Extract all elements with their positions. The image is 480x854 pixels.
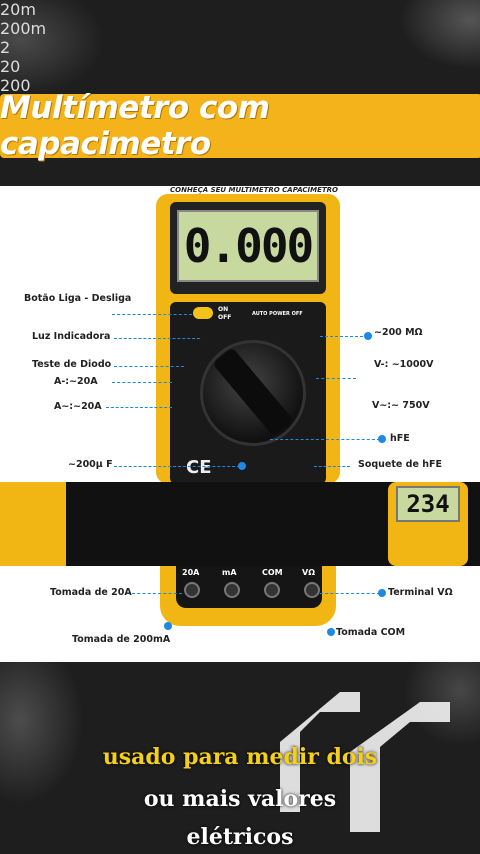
label-indicator: Luz Indicadora bbox=[32, 331, 111, 342]
range-label: 20 bbox=[0, 57, 21, 76]
display-value-2: 234 bbox=[406, 490, 450, 518]
pointer-line bbox=[114, 366, 184, 367]
pointer-dot bbox=[238, 462, 246, 470]
pointer-dot bbox=[378, 589, 386, 597]
label-hfe-socket: Soquete de hFE bbox=[358, 459, 442, 470]
lcd-display-2: 234 bbox=[396, 486, 460, 522]
lcd-display: 0.000 bbox=[177, 210, 319, 282]
caption-line-2: ou mais valores bbox=[143, 786, 337, 812]
pointer-line bbox=[270, 439, 380, 440]
jack-area bbox=[176, 566, 322, 608]
pointer-dot bbox=[327, 628, 335, 636]
label-jack-com: Tomada COM bbox=[336, 627, 406, 638]
label-a-ac: A~:~20A bbox=[54, 401, 102, 412]
label-jack-ma: Tomada de 200mA bbox=[72, 634, 171, 645]
label-hfe: hFE bbox=[390, 433, 410, 444]
range-label: 200m bbox=[0, 19, 47, 38]
jack-vo bbox=[304, 582, 320, 598]
pointer-line bbox=[106, 407, 172, 408]
strip-case bbox=[0, 482, 66, 566]
caption-line-1: usado para medir dois bbox=[102, 744, 378, 770]
pointer-line bbox=[316, 378, 356, 379]
label-diode: Teste de Diodo bbox=[32, 359, 112, 370]
power-button bbox=[193, 307, 213, 319]
range-label: 2 bbox=[0, 38, 11, 57]
pointer-line bbox=[132, 593, 182, 594]
pointer-line bbox=[314, 466, 350, 467]
off-label: OFF bbox=[218, 314, 232, 321]
label-on-off: Botão Liga - Desliga bbox=[24, 293, 132, 304]
jack-com bbox=[264, 582, 280, 598]
pointer-line bbox=[112, 314, 192, 315]
pointer-dot bbox=[378, 435, 386, 443]
pointer-dot bbox=[164, 622, 172, 630]
pointer-line bbox=[112, 382, 172, 383]
banner-title: Multímetro com capacimetro bbox=[0, 90, 270, 162]
on-label: ON bbox=[218, 306, 229, 313]
channel-logo bbox=[280, 692, 450, 832]
pointer-dot bbox=[364, 332, 372, 340]
ce-mark: CE bbox=[186, 457, 212, 478]
label-ohm: ~200 MΩ bbox=[374, 327, 423, 338]
label-a-dc: A-:~20A bbox=[54, 376, 98, 387]
range-label: 200 bbox=[0, 76, 31, 95]
pointer-line bbox=[114, 338, 200, 339]
label-v-ac: V~:~ 750V bbox=[372, 400, 430, 411]
diagram-header: CONHEÇA SEU MULTÍMETRO CAPACÍMETRO bbox=[170, 186, 339, 194]
jack-20a bbox=[184, 582, 200, 598]
jack-label: COM bbox=[262, 568, 283, 577]
jack-label: mA bbox=[222, 568, 237, 577]
pointer-line bbox=[320, 593, 380, 594]
caption-line-3: elétricos bbox=[186, 824, 294, 850]
multimeter-body: 0.000 bbox=[156, 194, 340, 484]
jack-label: VΩ bbox=[302, 568, 315, 577]
jack-label: 20A bbox=[182, 568, 200, 577]
jack-ma bbox=[224, 582, 240, 598]
label-jack-vo: Terminal VΩ bbox=[388, 587, 453, 598]
title-banner: Multímetro com capacimetro bbox=[0, 90, 480, 162]
label-capacitance: ~200µ F bbox=[68, 459, 113, 470]
auto-power-off: AUTO POWER OFF bbox=[252, 311, 303, 317]
pointer-line bbox=[114, 466, 240, 467]
pointer-line bbox=[320, 336, 368, 337]
display-value: 0.000 bbox=[183, 219, 314, 273]
range-label: 20m bbox=[0, 0, 36, 19]
label-v-dc: V-: ~1000V bbox=[374, 359, 434, 370]
label-jack-20a: Tomada de 20A bbox=[50, 587, 132, 598]
